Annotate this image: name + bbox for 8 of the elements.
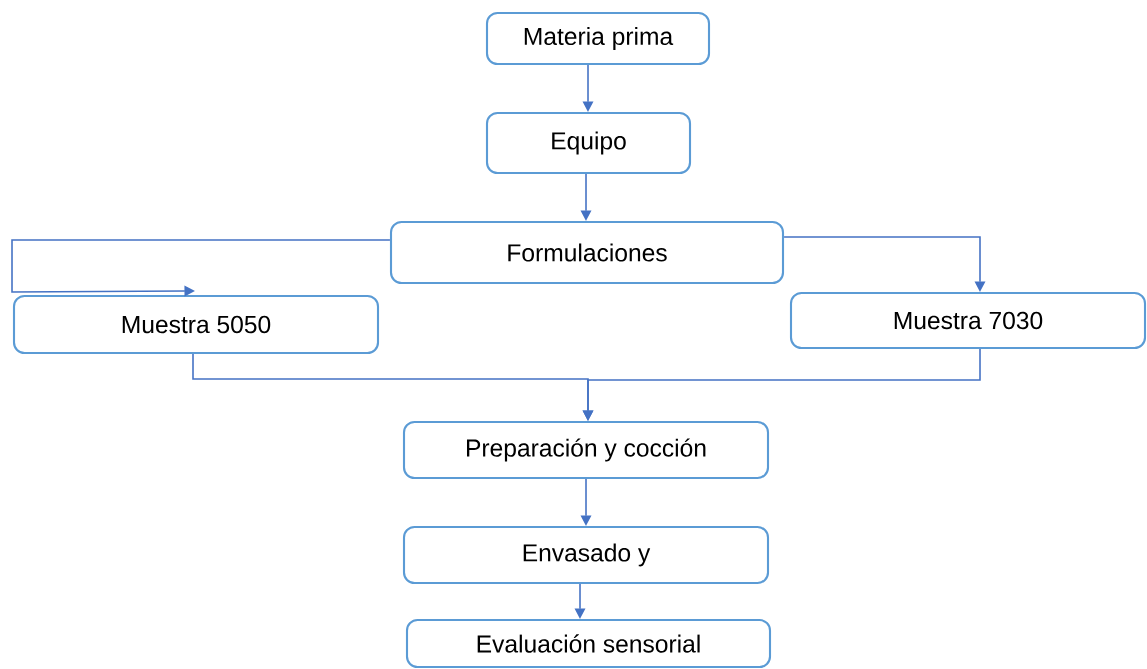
process-box: Formulaciones	[389, 220, 785, 285]
process-box: Muestra 7030	[789, 291, 1147, 350]
process-box: Muestra 5050	[12, 294, 380, 355]
process-box: Envasado y	[402, 525, 770, 585]
process-box: Preparación y cocción	[402, 420, 770, 480]
process-box: Materia prima	[485, 11, 711, 66]
process-box: Equipo	[485, 111, 692, 175]
process-box: Evaluación sensorial	[405, 618, 772, 669]
